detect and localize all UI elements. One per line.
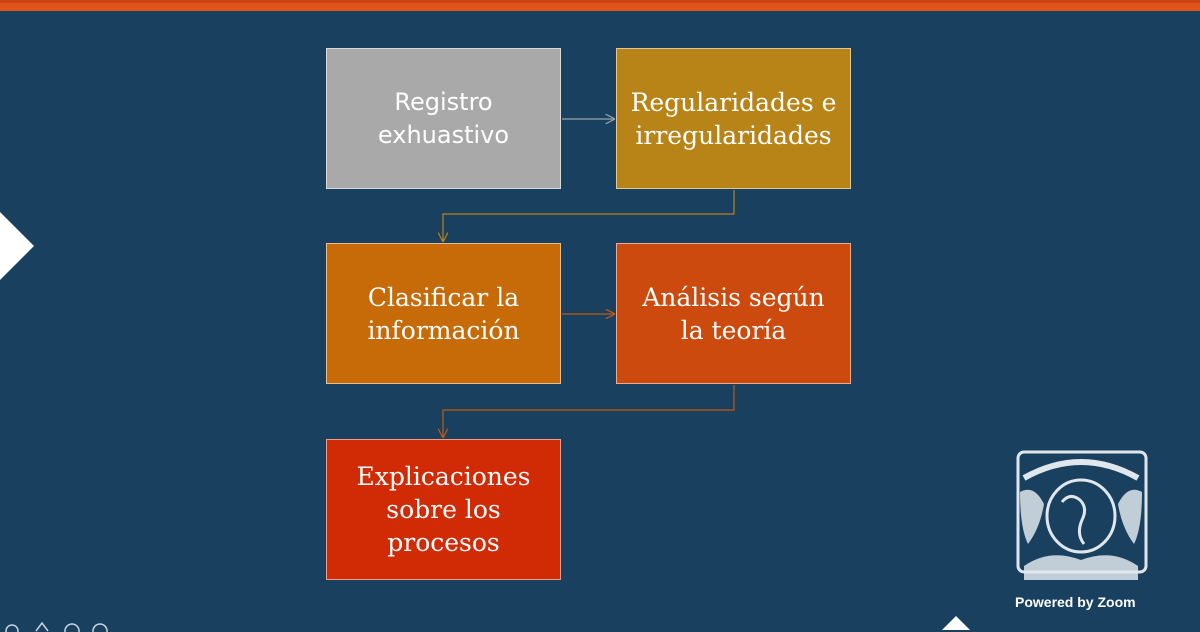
- arrow-4: [443, 385, 735, 437]
- scroll-up-icon[interactable]: [942, 616, 970, 630]
- unam-seal-icon: [1016, 450, 1148, 580]
- box-registro: Registro exhuastivo: [326, 48, 561, 189]
- box-analisis: Análisis según la teoría: [616, 243, 851, 384]
- box-regularidades: Regularidades e irregularidades: [616, 48, 851, 189]
- top-toolbar-bar: [0, 0, 1200, 11]
- top-toolbar-strip: [0, 0, 1200, 3]
- slide-nav-arrow-icon[interactable]: [0, 212, 34, 280]
- box-explicaciones: Explicaciones sobre los procesos: [326, 439, 561, 580]
- powered-by-zoom-label: Powered by Zoom: [1015, 594, 1136, 610]
- arrow-2: [443, 190, 735, 241]
- box-clasificar: Clasificar la información: [326, 243, 561, 384]
